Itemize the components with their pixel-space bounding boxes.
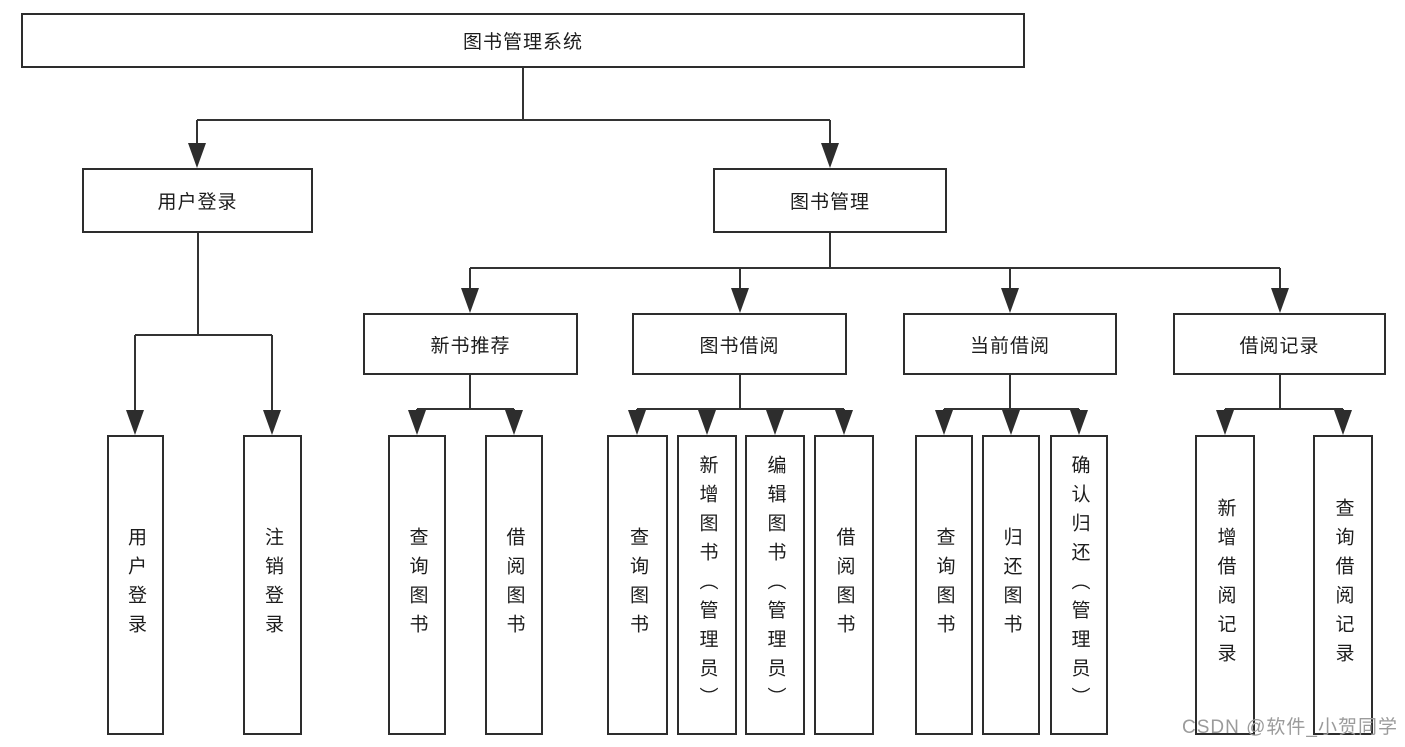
- leaf-borrow-book-label: 借阅图书: [833, 527, 855, 643]
- leaf-current-query-book-label: 查询图书: [933, 527, 955, 643]
- leaf-recommend-borrow-book-label: 借阅图书: [503, 527, 525, 643]
- leaf-logout-label: 注销登录: [262, 527, 283, 643]
- leaf-borrow-book: 借阅图书: [814, 435, 874, 735]
- node-book-borrow: 图书借阅: [632, 313, 847, 375]
- leaf-add-book-admin-label: 新增图书（管理员）: [696, 454, 718, 716]
- leaf-return-book: 归还图书: [982, 435, 1040, 735]
- leaf-recommend-borrow-book: 借阅图书: [485, 435, 543, 735]
- node-new-book-recommend: 新书推荐: [363, 313, 578, 375]
- leaf-user-login-label: 用户登录: [125, 527, 146, 643]
- leaf-logout: 注销登录: [243, 435, 302, 735]
- node-root-label: 图书管理系统: [462, 32, 583, 53]
- node-current-borrow: 当前借阅: [903, 313, 1117, 375]
- leaf-recommend-query-book: 查询图书: [388, 435, 446, 735]
- node-borrow-record-label: 借阅记录: [1239, 335, 1320, 357]
- leaf-confirm-return-admin-label: 确认归还（管理员）: [1068, 454, 1090, 716]
- leaf-current-query-book: 查询图书: [915, 435, 973, 735]
- node-current-borrow-label: 当前借阅: [969, 335, 1050, 357]
- leaf-edit-book-admin: 编辑图书（管理员）: [745, 435, 805, 735]
- leaf-query-borrow-record-label: 查询借阅记录: [1332, 498, 1354, 672]
- leaf-return-book-label: 归还图书: [1000, 527, 1022, 643]
- leaf-borrow-query-book: 查询图书: [607, 435, 668, 735]
- leaf-add-borrow-record: 新增借阅记录: [1195, 435, 1255, 735]
- node-book-management-label: 图书管理: [789, 192, 870, 213]
- leaf-confirm-return-admin: 确认归还（管理员）: [1050, 435, 1108, 735]
- csdn-watermark: CSDN @软件_小贺同学: [1182, 717, 1398, 738]
- leaf-add-book-admin: 新增图书（管理员）: [677, 435, 737, 735]
- node-book-borrow-label: 图书借阅: [699, 335, 780, 357]
- node-book-management: 图书管理: [713, 168, 947, 233]
- leaf-query-borrow-record: 查询借阅记录: [1313, 435, 1373, 735]
- node-user-login: 用户登录: [82, 168, 313, 233]
- leaf-recommend-query-book-label: 查询图书: [406, 527, 428, 643]
- leaf-add-borrow-record-label: 新增借阅记录: [1214, 498, 1236, 672]
- leaf-edit-book-admin-label: 编辑图书（管理员）: [764, 454, 786, 716]
- node-new-book-recommend-label: 新书推荐: [430, 335, 511, 357]
- node-root: 图书管理系统: [21, 13, 1025, 68]
- leaf-borrow-query-book-label: 查询图书: [627, 527, 648, 643]
- arrowheads: [126, 143, 1352, 435]
- node-borrow-record: 借阅记录: [1173, 313, 1386, 375]
- node-user-login-label: 用户登录: [157, 192, 238, 213]
- leaf-user-login: 用户登录: [107, 435, 164, 735]
